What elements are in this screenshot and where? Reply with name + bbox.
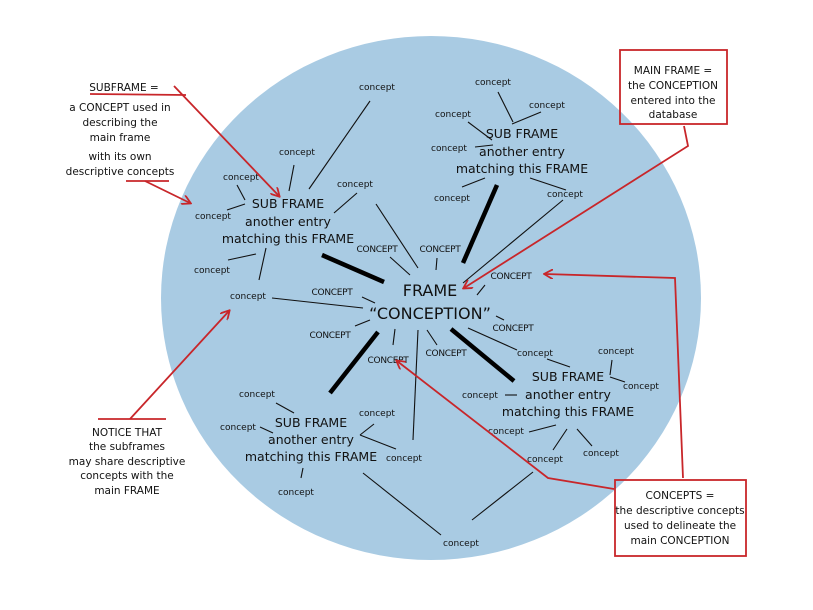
subframe-top-left: concept concept concept concept concept … (194, 83, 395, 302)
annotation-text: concepts with the (80, 470, 174, 482)
main-frame-box (619, 49, 728, 125)
annotation-text: main frame (90, 132, 151, 144)
concept-label: CONCEPT (491, 272, 533, 282)
concept-label: concept (435, 110, 471, 120)
concept-label: concept (359, 409, 395, 419)
subframe-line: another entry (525, 387, 612, 402)
concept-label: concept (337, 180, 373, 190)
concept-label: concept (239, 390, 275, 400)
annotation-text: the CONCEPTION (628, 80, 718, 92)
concept-label: concept (488, 427, 524, 437)
concept-label: CONCEPT (420, 245, 462, 255)
concept-label: concept (583, 449, 619, 459)
concept-label: concept (529, 101, 565, 111)
concept-label: concept (462, 391, 498, 401)
concept-label: concept (194, 266, 230, 276)
concept-label: concept (475, 78, 511, 88)
annotation-text: main FRAME (94, 485, 159, 497)
concept-label: CONCEPT (310, 331, 352, 341)
annotation-text: MAIN FRAME = (634, 65, 712, 77)
annotation-text: database (649, 109, 698, 121)
concept-label: CONCEPT (368, 356, 410, 366)
subframe-definition: SUBFRAME = a CONCEPT used in describing … (66, 82, 175, 178)
annotation-text: used to delineate the (624, 520, 736, 532)
main-frame-definition: MAIN FRAME = the CONCEPTION entered into… (628, 65, 718, 121)
subframe-top-right: concept concept concept concept concept … (431, 78, 588, 204)
annotation-text: main CONCEPTION (631, 535, 730, 547)
subframe-title: SUB FRAME (252, 196, 324, 211)
concepts-definition: CONCEPTS = the descriptive concepts used… (615, 490, 744, 547)
concept-label: concept (359, 83, 395, 93)
subframe-line: another entry (479, 144, 566, 159)
concept-label: concept (443, 539, 479, 549)
annotation-text: NOTICE THAT (92, 427, 163, 439)
concept-label: concept (598, 347, 634, 357)
concept-label: concept (623, 382, 659, 392)
concept-label: concept (278, 488, 314, 498)
concept-label: CONCEPT (357, 245, 399, 255)
main-frame-links (321, 184, 516, 395)
subframe-bottom-right: concept concept concept concept concept … (443, 347, 659, 549)
annotation-arrows (89, 49, 747, 557)
concept-label: concept (527, 455, 563, 465)
subframe-bottom-left: concept concept concept concept concept … (220, 390, 422, 498)
concept-label: concept (279, 148, 315, 158)
annotation-text: descriptive concepts (66, 166, 175, 178)
main-frame: CONCEPT CONCEPT CONCEPT CONCEPT CONCEPT … (310, 245, 535, 366)
concept-circle (161, 36, 701, 560)
annotation-text: the descriptive concepts (615, 505, 744, 517)
subframe-title: SUB FRAME (486, 126, 558, 141)
subframe-title: SUB FRAME (275, 415, 347, 430)
subframe-line: another entry (268, 432, 355, 447)
subframe-line: matching this FRAME (502, 404, 634, 419)
annotation-text: a CONCEPT used in (69, 102, 170, 114)
annotation-text: may share descriptive (69, 456, 186, 468)
subframe-line: matching this FRAME (222, 231, 354, 246)
concept-label: concept (223, 173, 259, 183)
concept-label: concept (220, 423, 256, 433)
concept-label: concept (547, 190, 583, 200)
subframe-line: another entry (245, 214, 332, 229)
concept-label: concept (517, 349, 553, 359)
annotation-text: entered into the (631, 95, 716, 107)
concept-label: concept (195, 212, 231, 222)
concept-label: CONCEPT (312, 288, 354, 298)
concept-label: concept (434, 194, 470, 204)
concepts-box (614, 479, 747, 557)
annotation-text: CONCEPTS = (646, 490, 715, 502)
main-frame-subtitle: “CONCEPTION” (369, 304, 491, 323)
main-frame-title: FRAME (403, 281, 458, 300)
concept-label: CONCEPT (426, 349, 468, 359)
concept-label: concept (386, 454, 422, 464)
connector-lines (226, 91, 626, 536)
annotation-text: SUBFRAME = (89, 82, 158, 94)
concept-label: concept (230, 292, 266, 302)
concept-label: concept (431, 144, 467, 154)
subframe-line: matching this FRAME (245, 449, 377, 464)
subframe-line: matching this FRAME (456, 161, 588, 176)
annotation-text: the subframes (89, 441, 165, 453)
annotation-text: with its own (88, 151, 151, 163)
notice-note: NOTICE THAT the subframes may share desc… (69, 427, 186, 497)
subframe-title: SUB FRAME (532, 369, 604, 384)
concept-label: CONCEPT (493, 324, 535, 334)
annotation-text: describing the (82, 117, 157, 129)
